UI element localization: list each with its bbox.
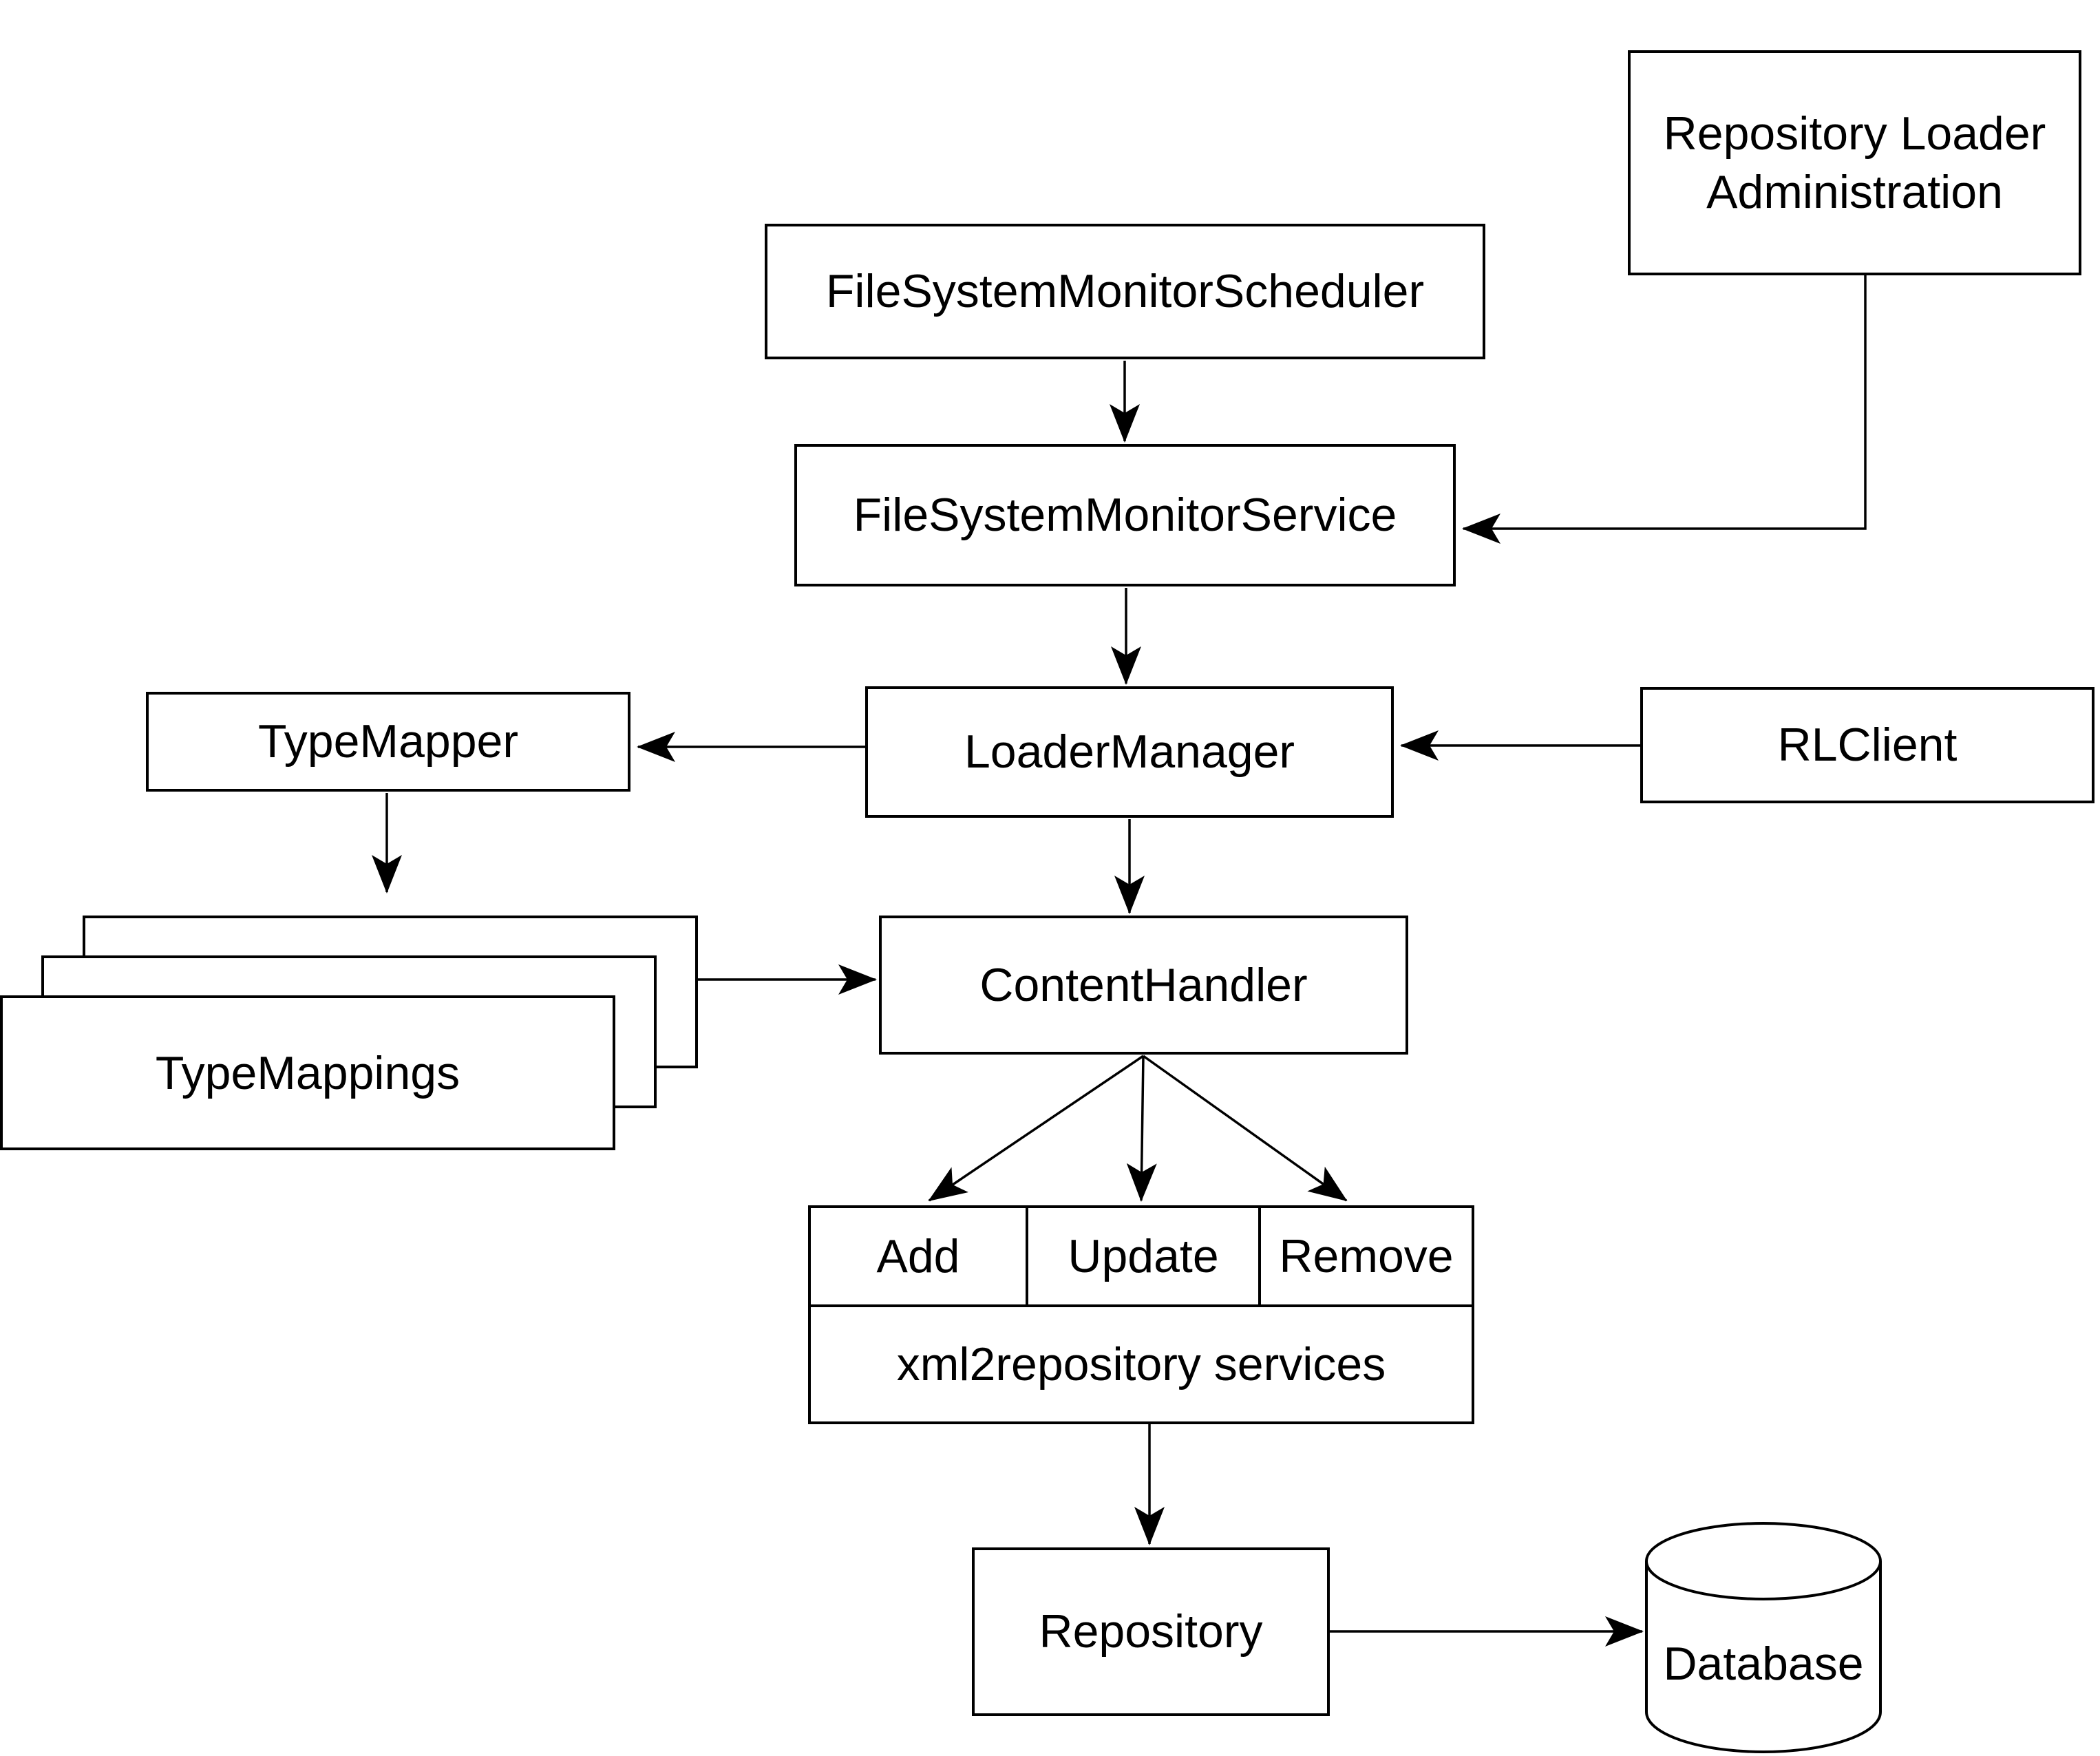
- node-contenthandler: ContentHandler: [879, 916, 1408, 1055]
- edge-contenthandler-to-update: [1126, 1055, 1157, 1202]
- node-filesystemmonitorservice: FileSystemMonitorService: [794, 444, 1456, 586]
- edge-contenthandler-to-add: [928, 1055, 1144, 1202]
- node-typemappings: TypeMappings: [0, 995, 615, 1150]
- node-typemapper-label: TypeMapper: [258, 715, 518, 768]
- services-table-header: Add Update Remove: [811, 1208, 1472, 1307]
- node-contenthandler-label: ContentHandler: [979, 958, 1308, 1011]
- node-repository-loader-administration: Repository Loader Administration: [1628, 50, 2081, 275]
- services-cell-update: Update: [1026, 1208, 1258, 1304]
- node-rlclient-label: RLClient: [1777, 719, 1958, 771]
- node-loadermanager: LoaderManager: [865, 686, 1394, 818]
- node-rlclient: RLClient: [1640, 687, 2094, 803]
- node-typemapper: TypeMapper: [146, 692, 630, 792]
- node-loadermanager-label: LoaderManager: [964, 726, 1295, 778]
- node-typemappings-label: TypeMappings: [155, 1046, 460, 1099]
- node-xml2repository-services: Add Update Remove xml2repository service…: [808, 1205, 1474, 1424]
- node-filesystemmonitorscheduler: FileSystemMonitorScheduler: [765, 224, 1485, 359]
- node-filesystemmonitorservice-label: FileSystemMonitorService: [853, 489, 1397, 541]
- services-cell-add: Add: [876, 1230, 960, 1282]
- node-repository-label: Repository: [1039, 1605, 1263, 1658]
- database-cylinder: [1645, 1522, 1882, 1753]
- services-cell-remove: Remove: [1258, 1208, 1472, 1304]
- edge-admin-to-service: [1462, 275, 1867, 544]
- services-table-caption: xml2repository services: [896, 1338, 1386, 1390]
- edge-contenthandler-to-remove: [1142, 1055, 1348, 1202]
- node-repository-loader-administration-label: Repository Loader Administration: [1663, 107, 2046, 218]
- node-repository: Repository: [972, 1547, 1330, 1716]
- node-filesystemmonitorscheduler-label: FileSystemMonitorScheduler: [825, 265, 1425, 317]
- node-database-label: Database: [1663, 1638, 1864, 1690]
